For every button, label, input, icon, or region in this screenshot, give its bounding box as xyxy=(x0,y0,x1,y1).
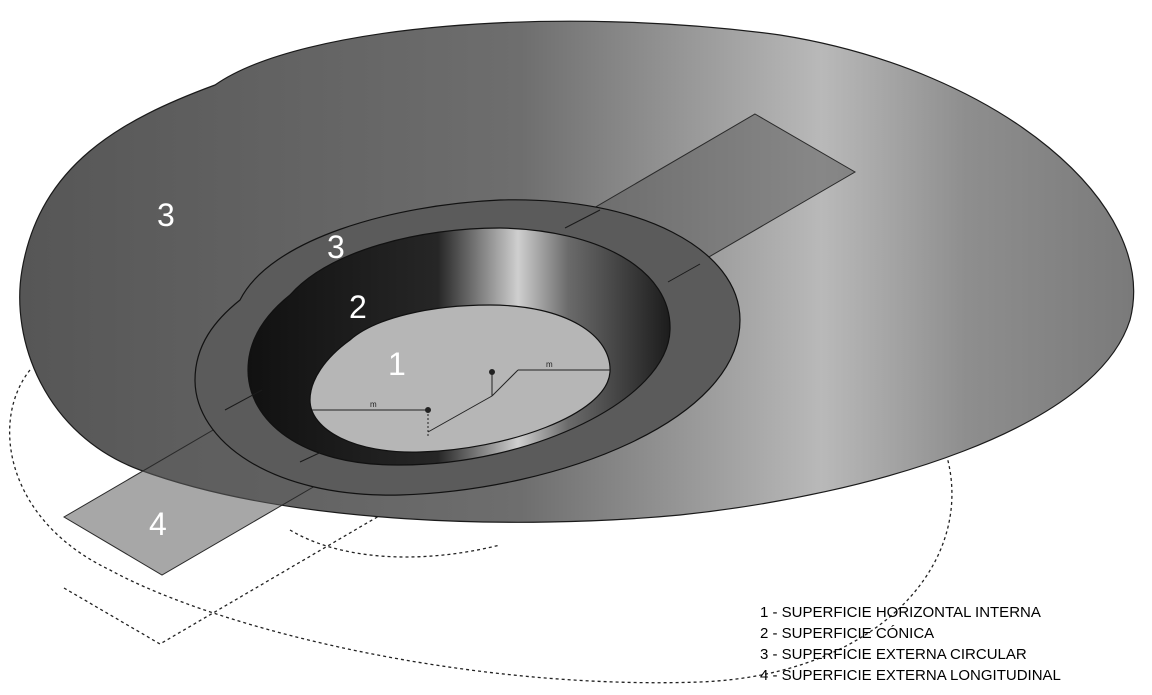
label-outer-circular: 3 xyxy=(157,197,175,233)
dimension-mark-left: m xyxy=(370,400,377,409)
legend: 1 - SUPERFICIE HORIZONTAL INTERNA 2 - SU… xyxy=(760,602,1061,686)
dimension-mark-right: m xyxy=(546,360,553,369)
dimension-lines xyxy=(312,369,610,436)
legend-item: 3 - SUPERFICIE EXTERNA CIRCULAR xyxy=(760,646,1027,663)
label-inner-horizontal: 1 xyxy=(388,346,406,382)
inner-horizontal-surface xyxy=(309,304,611,453)
label-conical: 2 xyxy=(349,289,367,325)
label-longitudinal: 4 xyxy=(149,506,167,542)
legend-item: 2 - SUPERFICIE CÓNICA xyxy=(760,625,935,642)
legend-item: 1 - SUPERFICIE HORIZONTAL INTERNA xyxy=(760,604,1041,621)
legend-item: 4 - SUPERFICIE EXTERNA LONGITUDINAL xyxy=(760,667,1061,684)
label-outer-ring: 3 xyxy=(327,229,345,265)
strip-seam-lines xyxy=(224,209,701,463)
